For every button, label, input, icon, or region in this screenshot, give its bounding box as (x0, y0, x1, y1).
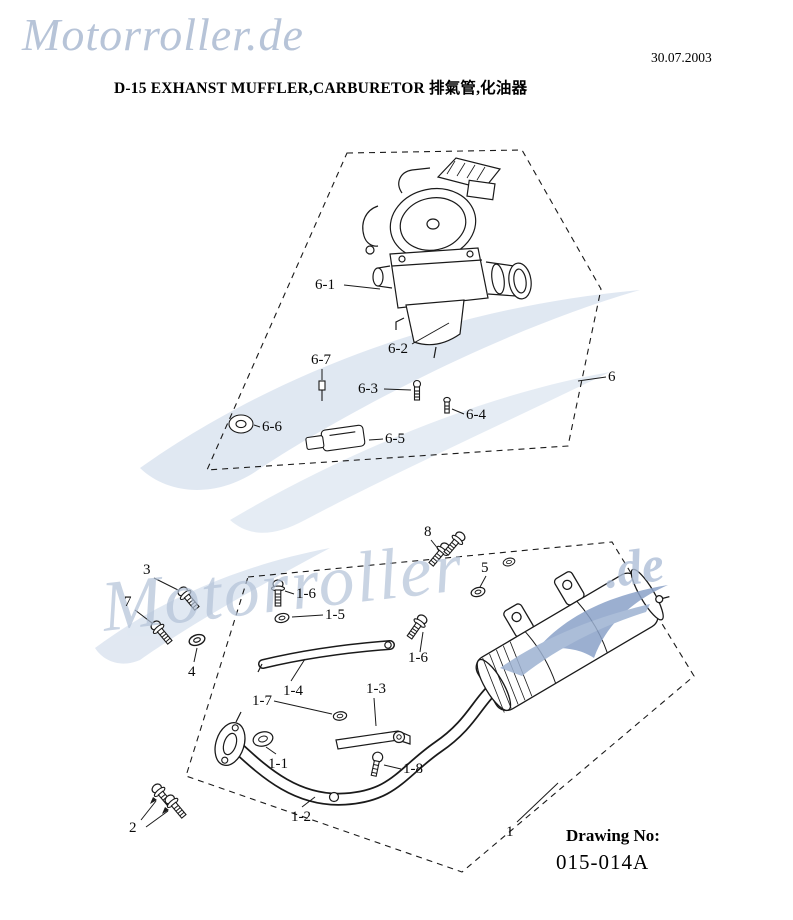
drawing-no-value: 015-014A (556, 850, 650, 874)
fasteners (147, 528, 517, 822)
callout-6-7: 6-7 (311, 352, 331, 368)
callout-1-6a: 1-6 (296, 586, 316, 602)
callout-4: 4 (188, 664, 196, 680)
callout-1-5: 1-5 (325, 607, 345, 623)
callout-6-2: 6-2 (388, 341, 408, 357)
callout-1-4: 1-4 (283, 683, 303, 699)
muffler-hardware (252, 640, 411, 777)
date-label: 30.07.2003 (651, 50, 712, 65)
callout-6-6: 6-6 (262, 419, 282, 435)
callout-3: 3 (143, 562, 151, 578)
callout-6-4: 6-4 (466, 407, 486, 423)
callout-1-1: 1-1 (268, 756, 288, 772)
carburetor-small-parts (228, 379, 451, 452)
page-title: D-15 EXHANST MUFFLER,CARBURETOR 排氣管,化油器 (114, 80, 528, 97)
leader-lines (134, 284, 607, 828)
callout-6-1: 6-1 (315, 277, 335, 293)
callout-1-2: 1-2 (291, 809, 311, 825)
callout-1-6b: 1-6 (408, 650, 428, 666)
watermark-top-left: Motorroller.de (22, 9, 304, 60)
drawing-number-block: Drawing No: 015-014A (556, 826, 660, 875)
callout-1: 1 (506, 824, 514, 840)
callout-8: 8 (424, 524, 432, 540)
callout-6-5: 6-5 (385, 431, 405, 447)
carburetor-drawing (362, 157, 532, 359)
exhaust-pipe-drawing (214, 685, 497, 806)
callout-2: 2 (129, 820, 137, 836)
carburetor-dashed-boundary (206, 149, 602, 471)
callout-1-8: 1-8 (403, 761, 423, 777)
drawing-no-label: Drawing No: (566, 826, 660, 845)
callout-1-3: 1-3 (366, 681, 386, 697)
callout-6: 6 (608, 369, 616, 385)
callout-7: 7 (124, 594, 132, 610)
callout-5: 5 (481, 560, 489, 576)
watermark-swoosh-dark (500, 585, 668, 676)
callout-6-3: 6-3 (358, 381, 378, 397)
muffler-dashed-boundary (185, 541, 695, 873)
callout-1-7: 1-7 (252, 693, 272, 709)
watermark-swoosh-light (95, 290, 640, 664)
